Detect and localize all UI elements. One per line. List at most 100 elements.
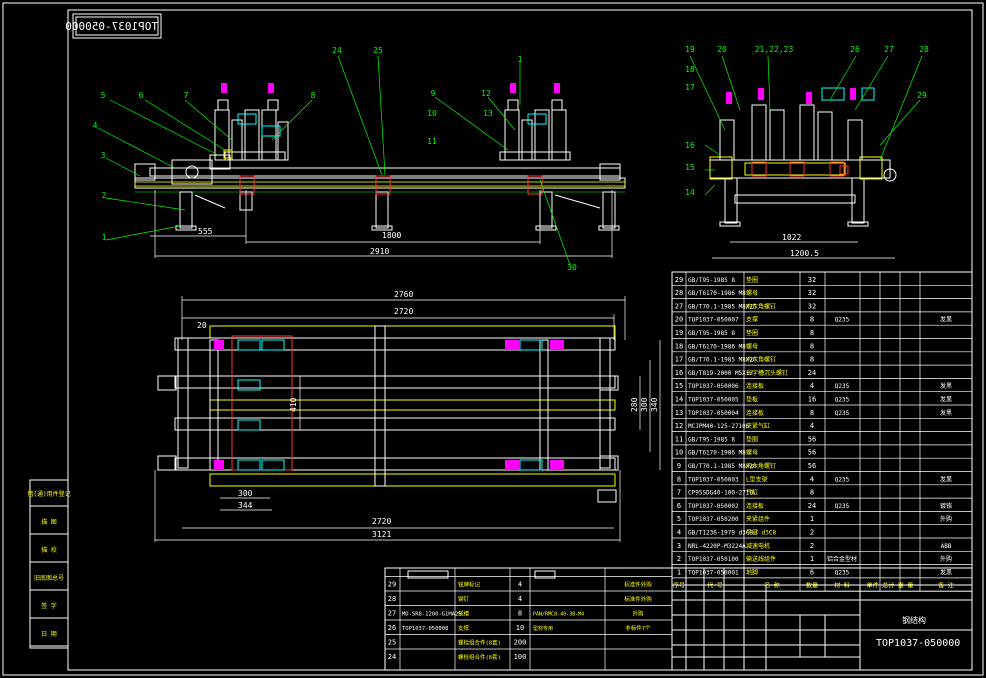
bom-row-mat: Q235 bbox=[835, 383, 850, 390]
bom-header-cell: 材 料 bbox=[834, 582, 850, 590]
dim-top-300-right: 340 bbox=[650, 397, 659, 412]
lower-bom-no: 29 bbox=[388, 581, 396, 589]
lower-bom-name: 支撑 bbox=[458, 624, 470, 632]
bom-row-mat: Q235 bbox=[835, 569, 850, 576]
bom-row-code: CP95SDG40-100-2710L bbox=[688, 490, 757, 497]
bom-row-note: 发黑 bbox=[940, 568, 952, 576]
lower-bom-name: 螺栓组合件(8套) bbox=[458, 639, 501, 647]
bom-row-name: 螺母 bbox=[746, 449, 758, 457]
bom-row-name: 气缸 bbox=[746, 489, 758, 497]
bom-row-note: 外购 bbox=[940, 515, 952, 523]
lower-bom-no: 25 bbox=[388, 639, 396, 647]
top-view: 2760 2720 20 410 280 300 340 300 344 272… bbox=[154, 290, 661, 542]
bom-row-code: TOP1037-050006 bbox=[688, 383, 739, 390]
bom-row-no: 18 bbox=[675, 342, 683, 350]
side-balloon: 27 bbox=[884, 45, 894, 54]
front-balloon: 5 bbox=[101, 91, 106, 100]
bom-row-name: 连接板 bbox=[746, 502, 764, 510]
lower-bom-note: 外购 bbox=[632, 610, 644, 618]
bom-row-name: 连接板 bbox=[746, 409, 764, 417]
side-balloon: 19 bbox=[685, 45, 695, 54]
dim-top-340: 300 bbox=[640, 397, 649, 412]
bom-row-qty: 4 bbox=[810, 475, 814, 483]
bom-row-no: 10 bbox=[675, 449, 683, 457]
bom-row-name: 螺母 bbox=[746, 289, 758, 297]
left-label: 旧底图总号 bbox=[34, 574, 64, 582]
bom-row-code: MCJPM40-125-2710L bbox=[688, 423, 750, 430]
bom-row-no: 14 bbox=[675, 396, 683, 404]
side-balloon: 18 bbox=[685, 65, 695, 74]
side-balloon: 14 bbox=[685, 188, 695, 197]
dim-top-300: 300 bbox=[238, 489, 253, 498]
bom-row-name: 连接板 bbox=[746, 382, 764, 390]
bom-row-code: GB/T819-2000 M5X12 bbox=[688, 370, 753, 377]
bom-row-note: 发黑 bbox=[940, 382, 952, 390]
bom-row-no: 5 bbox=[677, 515, 681, 523]
bom-row-name: 地脚 bbox=[746, 568, 758, 576]
bom-row-qty: 32 bbox=[808, 302, 816, 310]
lower-bom-name: 铭牌标记 bbox=[458, 581, 481, 589]
bom-row-code: GB/T1236-1979 d3C8 bbox=[688, 530, 753, 537]
bom-row-note: 外购 bbox=[940, 555, 952, 563]
bom-row-qty: 8 bbox=[810, 409, 814, 417]
bom-row-code: GB/T6170-1986 M8 bbox=[688, 450, 746, 457]
left-label: 借(通)用件登记 bbox=[27, 490, 70, 498]
bom-row-qty: 24 bbox=[808, 502, 816, 510]
front-balloon: 1 bbox=[102, 233, 107, 242]
bom-row-name: 输送线组件 bbox=[746, 555, 776, 563]
dim-side-1200-5: 1200.5 bbox=[790, 249, 819, 258]
bom-row-no: 17 bbox=[675, 356, 683, 364]
front-balloon: 24 bbox=[332, 46, 342, 55]
bom-row-name: 夹紧气缸 bbox=[746, 422, 770, 430]
front-balloon: 13 bbox=[483, 109, 493, 118]
front-balloon: 10 bbox=[427, 109, 437, 118]
lower-bom-no: 28 bbox=[388, 595, 396, 603]
bom-row-name: 夹紧组件 bbox=[746, 515, 770, 523]
bom-row-qty: 32 bbox=[808, 276, 816, 284]
bom-row-qty: 2 bbox=[810, 542, 814, 550]
lower-bom-no: 24 bbox=[388, 653, 396, 661]
bom-row-qty: 6 bbox=[810, 568, 814, 576]
bom-row-qty: 56 bbox=[808, 449, 816, 457]
dim-top-344: 344 bbox=[238, 501, 253, 510]
bom-row-mat: Q235 bbox=[835, 397, 850, 404]
dim-top-410: 410 bbox=[289, 397, 298, 412]
bom-row-qty: 32 bbox=[808, 289, 816, 297]
front-balloon: 9 bbox=[431, 89, 436, 98]
bom-row-code: GB/T6170-1986 M8 bbox=[688, 290, 746, 297]
title-block: 钢结构 TOP1037-050000 bbox=[384, 567, 973, 671]
left-label: 描 校 bbox=[41, 546, 57, 554]
dim-top-280: 280 bbox=[630, 397, 639, 412]
bom-row-code: GB/T95-1985 8 bbox=[688, 436, 735, 443]
left-label: 日 期 bbox=[41, 630, 57, 638]
lower-bom-code: TOP1037-050008 bbox=[402, 626, 448, 632]
bom-row-code: GB/T70.1-1985 M8X20 bbox=[688, 357, 757, 364]
bom-row-qty: 24 bbox=[808, 369, 816, 377]
side-balloon: 17 bbox=[685, 83, 695, 92]
front-balloon: 8 bbox=[311, 91, 316, 100]
bom-header-cell: 名 称 bbox=[764, 582, 780, 590]
bom-row-name: 十字槽沉头螺钉 bbox=[746, 369, 788, 377]
bom-row-name: 垫圈 bbox=[746, 329, 758, 337]
lower-bom-qty: 100 bbox=[514, 653, 527, 661]
bom-row-no: 7 bbox=[677, 489, 681, 497]
dim-top-2720-lower: 2720 bbox=[372, 517, 391, 526]
bom-row-code: TOP1037-050003 bbox=[688, 476, 739, 483]
bom-row-note: 镀铬 bbox=[940, 502, 952, 510]
bom-row-code: TOP1037-050001 bbox=[688, 569, 739, 576]
title-part-name: 钢结构 bbox=[902, 615, 926, 625]
bom-row-name: 减速电机 bbox=[746, 542, 770, 550]
bom-row-note: 发黑 bbox=[940, 316, 952, 324]
bom-row-name: 内六角螺钉 bbox=[746, 356, 776, 364]
bom-row-no: 3 bbox=[677, 542, 681, 550]
bom-row-code: GB/T95-1985 8 bbox=[688, 277, 735, 284]
bom-row-code: GB/T70.1-1985 M8X25 bbox=[688, 303, 757, 310]
front-balloon: 25 bbox=[373, 46, 383, 55]
lower-bom-note: 非标件7个 bbox=[625, 624, 651, 632]
bom-row-name: 平键 d3C8 bbox=[746, 529, 776, 537]
dim-front-1800: 1800 bbox=[382, 231, 401, 240]
